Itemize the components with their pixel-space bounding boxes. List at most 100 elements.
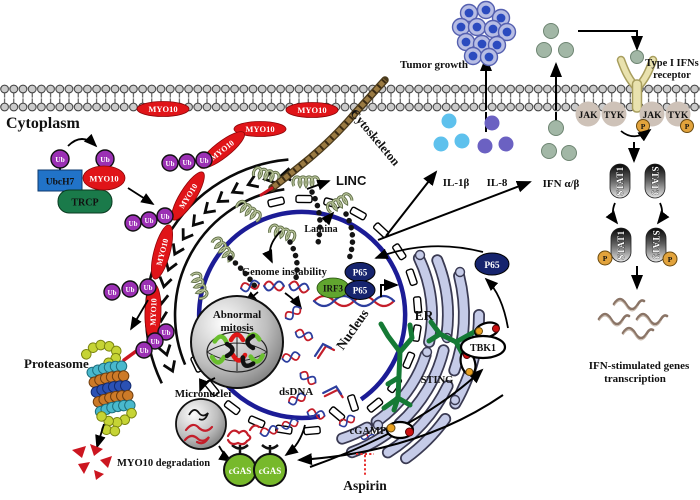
myo10-label: MYO10 xyxy=(297,105,326,115)
cgamp-on-sting xyxy=(474,321,500,339)
ub-label: Ub xyxy=(183,159,192,167)
cgamp-molecule xyxy=(385,420,415,440)
ifn-to-receptor-arrow xyxy=(578,30,643,51)
nucleus-label: Nucleus xyxy=(333,306,372,352)
tyk-label: TYK xyxy=(604,111,625,121)
phosphate-label: P xyxy=(668,255,673,264)
dsdna-to-cgas-arrow xyxy=(284,424,306,457)
ub-label: Ub xyxy=(126,286,135,294)
sting-protein xyxy=(378,319,477,413)
ub-label: Ub xyxy=(100,155,110,164)
ub-label: Ub xyxy=(140,347,149,355)
myo10-membrane-ellipses: MYO10 MYO10 MYO10 xyxy=(136,101,339,137)
ubiquitin-chain: Ub Ub Ub xyxy=(124,207,174,232)
stat-phosphorylated: STAT1 P STAT3 P xyxy=(597,227,678,267)
lamina-ring xyxy=(196,209,408,421)
irf3-label: IRF3 xyxy=(323,284,343,294)
nucleus-to-il-arrow xyxy=(385,170,438,237)
lamina-pointer-arrow xyxy=(321,211,335,226)
sting-label: STING xyxy=(421,375,454,386)
genome-instability-label: Genome instability xyxy=(242,267,328,278)
receptor-label-2: receptor xyxy=(653,70,691,81)
to-proteasome-arrow xyxy=(130,299,149,331)
to-micronuclei-arrow xyxy=(199,377,216,393)
tbk1: TBK1 xyxy=(459,334,507,360)
ub-label: Ub xyxy=(145,217,154,225)
micronuclei xyxy=(175,398,227,450)
abnormal-mitosis: Abnormal mitosis xyxy=(190,295,284,389)
aspirin-inhibition: Aspirin xyxy=(343,453,387,493)
cgas-label-b: cGAS xyxy=(259,466,282,476)
abnormal-mitosis-label-2: mitosis xyxy=(221,322,255,334)
p65-label-a: P65 xyxy=(353,268,368,278)
ubiquitin-chain: Ub Ub Ub xyxy=(103,278,157,301)
aspirin-label: Aspirin xyxy=(343,478,387,493)
type1-ifn-receptor xyxy=(616,50,658,113)
myo10-label: MYO10 xyxy=(149,298,159,326)
jak-tyk-right: JAK TYK P P xyxy=(636,101,694,133)
stat3-label: STAT3 xyxy=(651,230,661,259)
cytoskeleton-bundle xyxy=(259,76,389,197)
cgas-label-a: cGAS xyxy=(229,466,252,476)
proteasome-label: Proteasome xyxy=(24,356,89,371)
cgas-sensors: cGAS cGAS xyxy=(223,423,287,487)
trcp-label: TRCP xyxy=(71,198,98,209)
secreted-ifn-dots xyxy=(536,23,574,58)
il1b-dots xyxy=(433,113,470,152)
cgamp-label: cGAMP xyxy=(350,426,387,437)
myo10-label: MYO10 xyxy=(89,174,118,184)
p65-ellipse-b xyxy=(344,280,376,300)
dsdna-label: dsDNA xyxy=(279,386,313,398)
ub-label: Ub xyxy=(161,213,170,221)
cytoskeleton-label: Cytoskeleton xyxy=(347,106,402,168)
ifnab-label: IFN α/β xyxy=(543,178,580,190)
stat1-label: STAT1 xyxy=(616,230,626,259)
myo10-degradation-label: MYO10 degradation xyxy=(117,458,210,469)
ub-label: Ub xyxy=(144,284,153,292)
jak-label: JAK xyxy=(643,111,663,121)
linc-complexes xyxy=(189,165,356,301)
stat3-label: STAT3 xyxy=(650,166,660,195)
instability-arrow xyxy=(262,230,282,264)
ubiquitin-chain: Ub Ub Ub xyxy=(135,323,175,359)
proteasome xyxy=(81,339,137,437)
myo10-label: MYO10 xyxy=(245,124,274,134)
il8-label: IL-8 xyxy=(487,177,508,189)
tumor-growth-label: Tumor growth xyxy=(400,59,468,71)
il1b-label: IL-1β xyxy=(443,177,470,189)
ub-label: Ub xyxy=(162,329,171,337)
endoplasmic-reticulum xyxy=(336,249,485,465)
p65-label-b: P65 xyxy=(353,286,368,296)
cytoplasm-label: Cytoplasm xyxy=(6,115,80,132)
isg-label-1: IFN-stimulated genes xyxy=(589,360,690,372)
stat-unphosphorylated: STAT1 STAT3 xyxy=(609,163,666,199)
jak-tyk-left: JAK TYK xyxy=(575,101,627,127)
phosphate-label: P xyxy=(603,254,608,263)
transcription-site: IRF3 P65 P65 xyxy=(312,262,399,308)
tumor-cell-cluster xyxy=(451,0,517,67)
p65-label-c: P65 xyxy=(484,261,500,271)
ub-label: Ub xyxy=(55,155,65,164)
phosphate-label: P xyxy=(641,122,646,131)
receptor-label-1: Type I IFNs xyxy=(645,58,698,69)
tbk1-to-p65-arrow xyxy=(484,277,509,329)
ubiquitin-chain: Ub Ub Ub xyxy=(161,151,213,172)
er-label: ER xyxy=(415,308,434,323)
transcription-arrow xyxy=(380,279,399,297)
ub-label: Ub xyxy=(200,157,209,165)
ub-label: Ub xyxy=(151,338,160,346)
to-dsdna-arrow xyxy=(284,292,303,310)
ifn-ligand xyxy=(630,50,644,64)
stat3-phospho-arrow xyxy=(656,202,670,225)
ubch7-label: UbcH7 xyxy=(46,178,75,188)
myo10-label: MYO10 xyxy=(148,104,177,114)
phosphate-label: P xyxy=(685,122,690,131)
chromatin-on-cgas xyxy=(226,429,252,446)
trcp-box xyxy=(57,189,113,214)
ub-transfer-arrow xyxy=(67,133,98,148)
degradation-arrow xyxy=(95,423,106,449)
jak-activation-arrow xyxy=(620,128,652,142)
stat1-label: STAT1 xyxy=(615,166,625,195)
ub-label: Ub xyxy=(129,220,138,228)
